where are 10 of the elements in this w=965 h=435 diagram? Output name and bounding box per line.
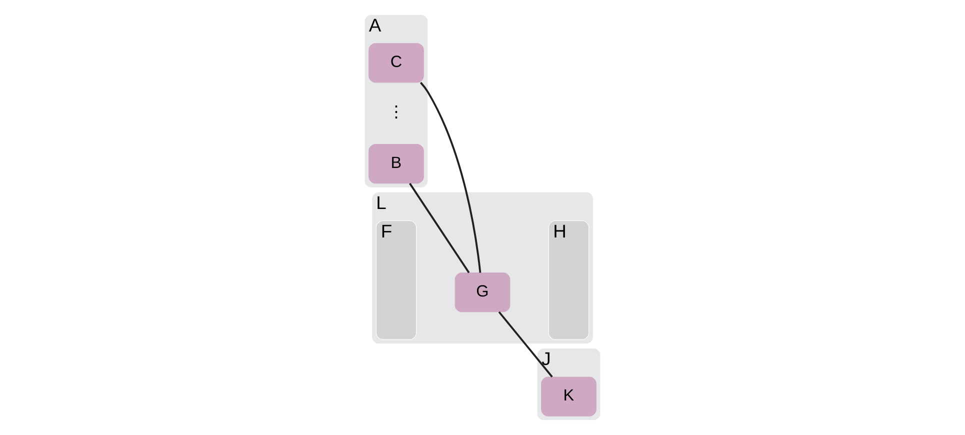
connector [498, 311, 553, 378]
label: ⋮ [388, 103, 404, 122]
node-box: K [541, 376, 596, 416]
node-box: C [368, 43, 424, 83]
connector [409, 182, 470, 274]
node-box: F [376, 220, 417, 340]
node-box: G [454, 272, 510, 312]
node-box: B [368, 144, 424, 184]
node-box: H [548, 220, 590, 340]
connector [420, 82, 482, 273]
